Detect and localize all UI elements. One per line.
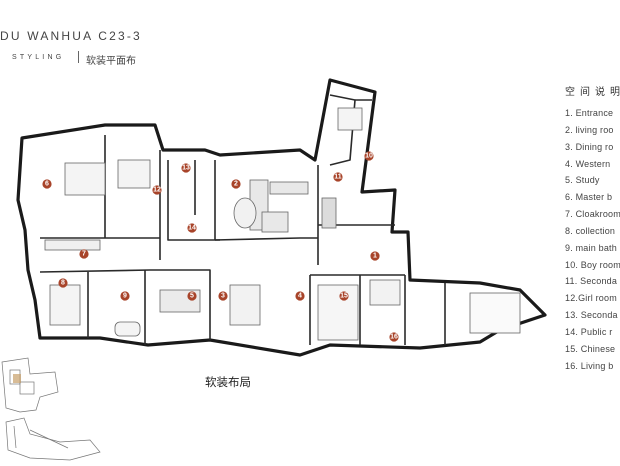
room-number: 8	[61, 280, 65, 287]
room-number: 7	[82, 251, 86, 258]
room-number: 6	[45, 181, 49, 188]
room-number: 9	[123, 293, 127, 300]
legend-item: 6. Master b	[565, 192, 613, 203]
room-marker-10: 10	[364, 151, 374, 161]
room-marker-12: 12	[152, 185, 162, 195]
room-number: 14	[188, 225, 196, 232]
boy-room-bed	[337, 107, 363, 131]
legend-item: 9. main bath	[565, 242, 617, 253]
room-marker-5: 5	[187, 291, 197, 301]
room-number: 4	[298, 293, 302, 300]
room-marker-9: 9	[120, 291, 130, 301]
legend-item: 10. Boy room	[565, 259, 620, 270]
bathtub	[114, 321, 141, 337]
room-marker-7: 7	[79, 249, 89, 259]
entrance-cabinet	[369, 279, 401, 306]
plan-subtitle-cn: 软装平面布	[86, 56, 136, 67]
legend-item: 5. Study	[565, 175, 600, 186]
wardrobe	[321, 197, 337, 229]
room-number: 2	[234, 181, 238, 188]
room-marker-11: 11	[333, 172, 343, 182]
plan-caption: 软装布局	[205, 377, 251, 389]
key-plan-thumbnail	[1, 357, 101, 461]
legend-item: 4. Western	[565, 158, 611, 169]
room-number: 12	[153, 187, 161, 194]
header-divider	[78, 51, 79, 63]
room-number: 13	[182, 165, 190, 172]
kitchen-counter	[317, 284, 359, 341]
room-marker-14: 14	[187, 223, 197, 233]
legend-item: 16. Living b	[565, 360, 614, 371]
room-number: 16	[390, 334, 398, 341]
legend-item: 15. Chinese	[565, 343, 616, 354]
legend-item: 8. collection	[565, 225, 616, 236]
legend-title: 空间说明	[565, 87, 620, 98]
room-marker-3: 3	[218, 291, 228, 301]
room-number: 1	[373, 253, 377, 260]
legend-item: 11. Seconda	[565, 276, 618, 287]
room-marker-6: 6	[42, 179, 52, 189]
legend-item: 14. Public r	[565, 326, 613, 337]
living-chair	[261, 211, 289, 233]
collection-shelf	[49, 284, 81, 326]
cloakroom-cabinet	[44, 239, 101, 251]
room-number: 3	[221, 293, 225, 300]
legend-item: 2. living roo	[565, 124, 614, 135]
exterior-wall	[16, 78, 547, 357]
room-number: 5	[190, 293, 194, 300]
master-bed	[64, 162, 106, 196]
room-marker-2: 2	[231, 179, 241, 189]
legend-item: 1. Entrance	[565, 108, 614, 118]
room-marker-15: 15	[339, 291, 349, 301]
plan-title: DU WANHUA C23-3	[0, 29, 142, 43]
room-marker-16: 16	[389, 332, 399, 342]
key-plan-highlight	[13, 374, 21, 383]
floor-plan: 1 2 3 4 5 6 7 8 9 10 11 12 13 14 15 16	[16, 78, 547, 357]
legend-item: 3. Dining ro	[565, 141, 614, 152]
legend-item: 7. Cloakroom	[565, 209, 620, 220]
room-marker-4: 4	[295, 291, 305, 301]
room-marker-13: 13	[181, 163, 191, 173]
legend-list: 1. Entrance 2. living roo 3. Dining ro 4…	[565, 106, 620, 376]
dining-table	[229, 284, 261, 326]
room-number: 11	[334, 174, 342, 181]
plan-subtitle: STYLING	[12, 54, 65, 61]
coffee-table	[233, 197, 257, 229]
room-number: 15	[340, 293, 348, 300]
legend-item: 13. Seconda	[565, 310, 618, 321]
room-marker-8: 8	[58, 278, 68, 288]
terrace-deck	[469, 292, 521, 334]
room-number: 10	[365, 153, 373, 160]
living-sofa-2	[269, 181, 309, 195]
room-marker-1: 1	[370, 251, 380, 261]
legend-item: 12.Girl room	[565, 293, 617, 304]
girl-room-bed	[117, 159, 151, 189]
